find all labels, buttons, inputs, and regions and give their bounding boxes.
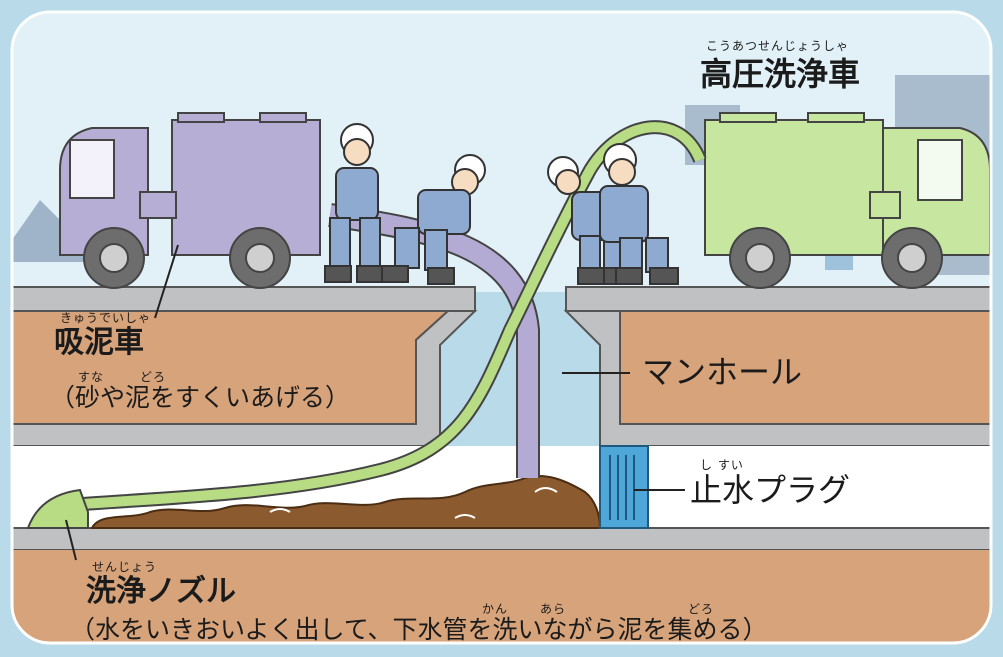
frame-outline [10, 10, 993, 645]
nozzle-icon [26, 488, 89, 529]
vacuum-desc-ruby-1: すな [78, 370, 105, 384]
vacuum-truck-ruby: きゅうでいしゃ [60, 311, 152, 325]
nozzle-callout-line [65, 519, 77, 561]
jet-truck-ruby: こうあつせんじょうしゃ [706, 39, 850, 53]
sludge-highlight [269, 487, 558, 519]
pipe-bottom-wall [12, 527, 991, 551]
nozzle-desc-ruby-3: どろ [688, 602, 715, 616]
road-surface-right [565, 286, 991, 312]
vacuum-truck-icon [59, 112, 321, 289]
manhole-wall-right [563, 310, 991, 447]
road-surface-left [12, 286, 476, 312]
nozzle-label: 洗浄ノズル [86, 574, 236, 609]
water-plug-ruby: し すい [700, 458, 744, 472]
water-plug-stripes [609, 455, 635, 520]
sludge [90, 474, 602, 529]
nozzle-desc-ruby-1: かん [482, 602, 509, 616]
worker-icon [381, 154, 486, 285]
worker-icon [599, 143, 679, 285]
jet-truck-label: 高圧洗浄車 [700, 55, 861, 93]
water-plug-icon [599, 445, 649, 529]
nozzle-ruby: せんじょう [92, 560, 158, 574]
vacuum-desc-ruby-2: どろ [140, 370, 167, 384]
worker-icon [324, 123, 384, 283]
soil-bottom [12, 550, 991, 643]
vacuum-truck-callout-line [154, 244, 179, 319]
vacuum-truck-description: （砂や泥をすくいあげる） [50, 383, 351, 412]
jet-hose-fill [67, 122, 705, 510]
high-pressure-truck-icon [704, 112, 991, 289]
manhole-label: マンホール [642, 353, 803, 391]
nozzle-desc-ruby-2: あら [540, 602, 567, 616]
nozzle-description: （水をいきおいよく出して、下水管を洗いながら泥を集める） [70, 615, 768, 644]
water-plug-label: 止水プラグ [690, 471, 851, 509]
vacuum-truck-label: 吸泥車 [54, 325, 144, 360]
manhole-wall-left [12, 310, 478, 447]
